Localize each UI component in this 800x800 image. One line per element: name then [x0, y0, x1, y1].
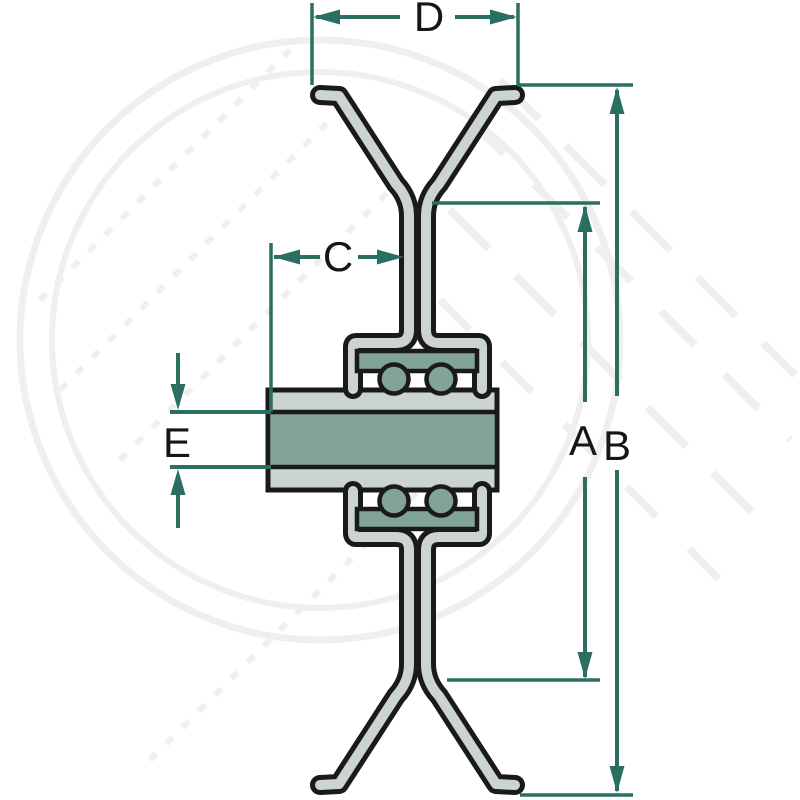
- watermark-stripe: [467, 117, 793, 443]
- sheet-top-right-fill: [421, 90, 520, 394]
- watermark-stripe: [447, 207, 763, 523]
- dimension-b: B: [518, 83, 633, 797]
- bearing-ball: [377, 484, 411, 518]
- dim-a-arrow-up: [577, 205, 593, 232]
- bearing-race-bottom: [354, 506, 480, 532]
- dimension-a: A: [432, 201, 600, 682]
- watermark-stripe: [437, 297, 743, 603]
- dim-b-label: B: [603, 422, 631, 469]
- dimension-e: E: [163, 353, 271, 528]
- dim-d-arrow-left: [313, 9, 340, 25]
- dim-b-arrow-up: [609, 87, 625, 114]
- bearing-ball: [424, 362, 458, 396]
- dimension-c: C: [269, 233, 404, 412]
- dim-d-arrow-right: [490, 9, 517, 25]
- dim-c-label: C: [323, 233, 353, 280]
- dim-a-label: A: [569, 417, 597, 464]
- dim-e-label: E: [163, 419, 191, 466]
- dim-a-arrow-down: [577, 652, 593, 679]
- dim-d-label: D: [414, 0, 444, 40]
- bearing-bottom: [354, 484, 480, 532]
- bearing-ball: [377, 362, 411, 396]
- dim-e-arrow-up: [170, 469, 186, 495]
- watermark-stripe: [147, 487, 423, 763]
- pulley-sheets-fill: [315, 90, 520, 790]
- bearing-top: [354, 348, 480, 396]
- dim-b-arrow-down: [609, 766, 625, 793]
- watermark-circle: [16, 36, 624, 644]
- hub-shaft: [265, 387, 500, 493]
- sheet-top-left-fill: [315, 90, 414, 394]
- sheet-bottom-left-fill: [315, 486, 414, 790]
- dimension-d: D: [310, 0, 520, 85]
- dim-e-arrow-down: [170, 384, 186, 410]
- watermark-stripe: [37, 37, 303, 303]
- bearing-race-top: [354, 348, 480, 374]
- dim-c-arrow-right: [377, 249, 404, 265]
- watermark: [16, 36, 798, 763]
- shaft-bore-band: [265, 409, 500, 470]
- watermark-circle: [49, 69, 591, 611]
- watermark-stripe: [497, 77, 798, 378]
- dim-c-arrow-left: [273, 249, 300, 265]
- sheet-bottom-right-fill: [421, 486, 520, 790]
- watermark-stripe: [117, 182, 398, 463]
- bearing-ball: [424, 484, 458, 518]
- watermark-stripe: [57, 117, 333, 393]
